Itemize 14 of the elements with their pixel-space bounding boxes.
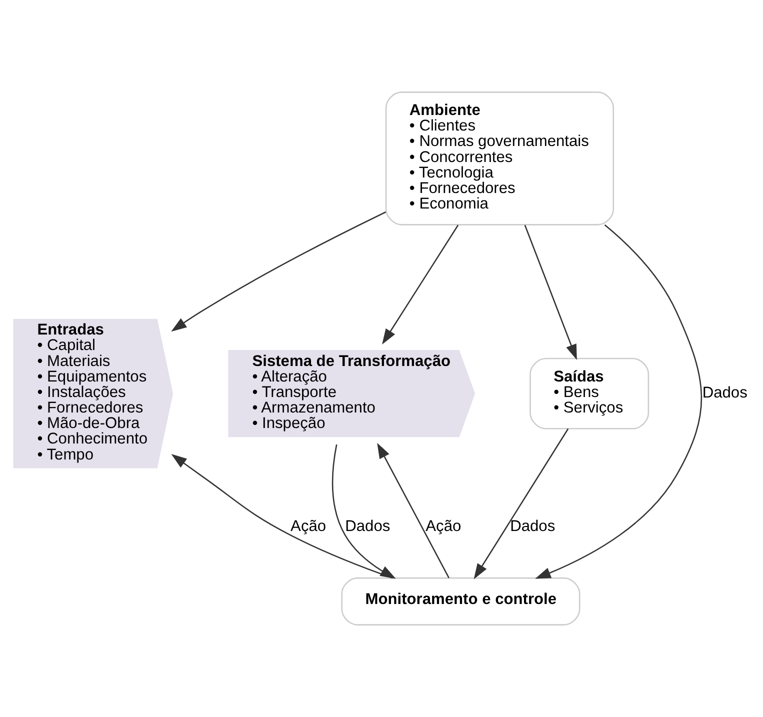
arrow <box>524 224 577 360</box>
node-box: Saídas • Bens • Serviços <box>530 358 650 430</box>
arrow <box>474 428 569 580</box>
arrow <box>171 211 386 332</box>
edge-label: Ação <box>290 518 326 535</box>
edge-label: Dados <box>702 384 748 402</box>
node-box: Ambiente • Clientes • Normas governamentais • Concorrentes • Tecnologia • Fornecedores • Economia <box>385 92 614 226</box>
edge-label: Dados <box>345 518 390 535</box>
arrow <box>382 224 459 344</box>
arrow <box>535 224 702 579</box>
edge-label: Dados <box>510 518 556 535</box>
edge-label: Ação <box>426 518 462 535</box>
node-box: Monitoramento e controle <box>341 577 580 626</box>
arrow <box>171 454 393 579</box>
